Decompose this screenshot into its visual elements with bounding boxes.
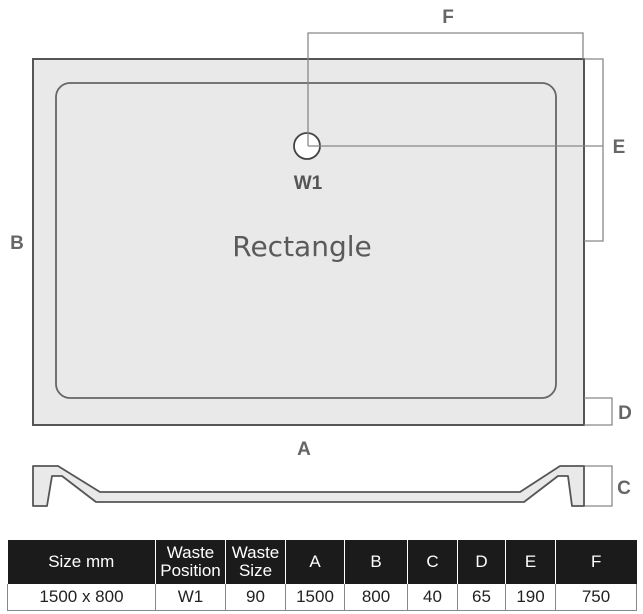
cell-a: 1500	[285, 584, 345, 611]
header-e: E	[505, 540, 556, 584]
spec-table: Size mm Waste Position Waste Size A B C …	[7, 540, 637, 611]
cell-f: 750	[555, 584, 637, 611]
dimension-f-line	[307, 32, 584, 146]
dimension-c-line	[584, 465, 613, 507]
waste-label: W1	[294, 173, 323, 194]
cell-waste-position: W1	[155, 584, 226, 611]
cell-c: 40	[407, 584, 458, 611]
header-b: B	[344, 540, 408, 584]
header-waste-size: Waste Size	[225, 540, 286, 584]
label-f: F	[442, 7, 454, 28]
cell-e: 190	[505, 584, 556, 611]
header-size: Size mm	[7, 540, 156, 584]
label-b: B	[10, 233, 24, 254]
cell-d: 65	[457, 584, 506, 611]
tray-inner-basin	[55, 82, 557, 399]
label-a: A	[297, 439, 311, 460]
header-waste-position: Waste Position	[155, 540, 226, 584]
shape-name: Rectangle	[232, 230, 371, 263]
label-e: E	[613, 137, 626, 158]
cell-size: 1500 x 800	[7, 584, 156, 611]
dimension-d-line	[584, 397, 613, 426]
label-d: D	[618, 403, 632, 424]
table-row: 1500 x 800 W1 90 1500 800 40 65 190 750	[7, 584, 637, 611]
header-a: A	[285, 540, 345, 584]
table-header-row: Size mm Waste Position Waste Size A B C …	[7, 540, 637, 584]
header-d: D	[457, 540, 506, 584]
header-c: C	[407, 540, 458, 584]
dimension-e-line	[584, 58, 604, 242]
label-c: C	[617, 478, 631, 499]
cell-waste-size: 90	[225, 584, 286, 611]
shower-tray-diagram: F E B D A C W1 Rectangle	[10, 7, 632, 507]
cell-b: 800	[344, 584, 408, 611]
header-f: F	[555, 540, 637, 584]
tray-section-profile	[32, 465, 585, 507]
